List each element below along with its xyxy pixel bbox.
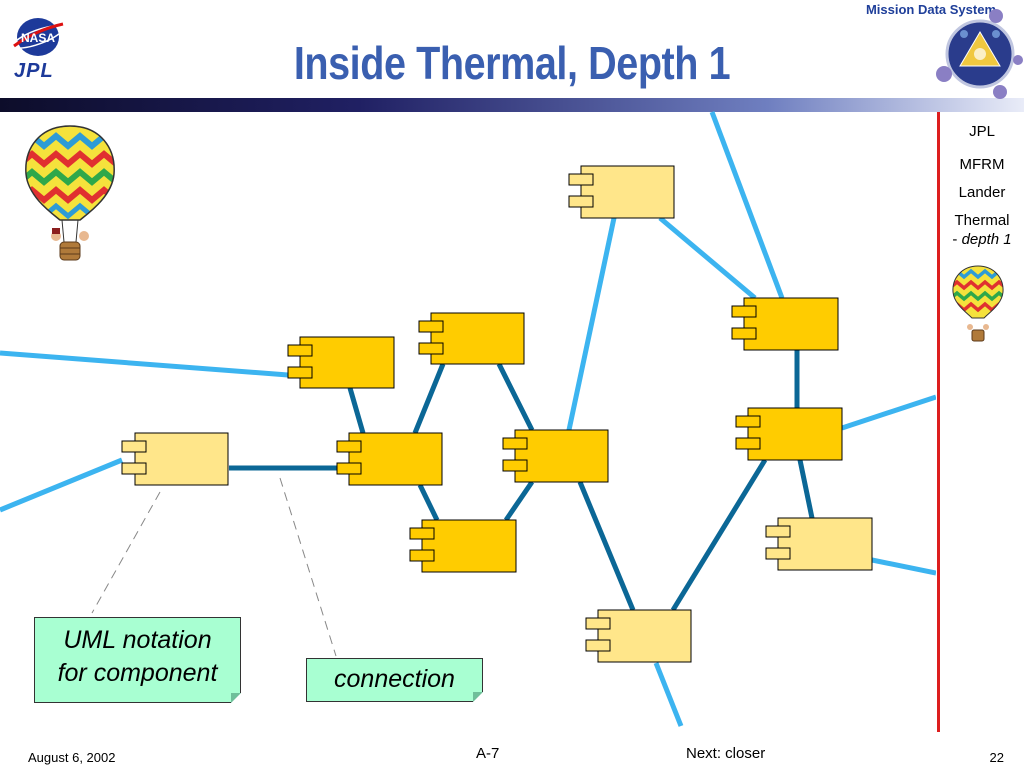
uml-component — [121, 432, 229, 486]
next-link[interactable]: Next: closer — [686, 745, 766, 762]
connection-line — [797, 459, 815, 519]
hot-air-balloon-icon — [25, 125, 115, 261]
title-divider-bar — [0, 98, 1024, 112]
footer-date: August 6, 2002 — [28, 750, 116, 765]
svg-text:NASA: NASA — [21, 31, 55, 45]
connection-line — [670, 458, 768, 612]
uml-component — [568, 165, 675, 219]
connection-line — [496, 362, 535, 432]
uml-component — [336, 432, 443, 486]
breadcrumb-item-lander: Lander — [958, 184, 1006, 201]
connection-note: connection — [306, 658, 483, 702]
uml-component — [409, 519, 517, 573]
page-number: 22 — [989, 750, 1004, 765]
footer-section: A-7 — [476, 745, 500, 762]
connection-line — [658, 216, 757, 300]
breadcrumb-current-depth: - depth 1 — [952, 231, 1012, 248]
jpl-logo: JPL — [14, 60, 54, 82]
connection-line — [417, 483, 440, 522]
component-diagram — [0, 111, 936, 727]
note-line: for component — [57, 659, 218, 687]
connection-line — [709, 111, 785, 299]
note-line: UML notation — [63, 626, 212, 654]
uml-component — [585, 609, 692, 663]
uml-component — [502, 429, 609, 483]
connection-line — [0, 457, 123, 513]
connection-line — [577, 481, 636, 611]
uml-component — [731, 297, 839, 351]
hot-air-balloon-icon — [952, 265, 1004, 342]
connection-line — [841, 394, 936, 431]
uml-notation-note: UML notation for component — [34, 617, 241, 703]
connection-line — [347, 387, 366, 434]
uml-component — [418, 312, 525, 365]
connection-line — [412, 363, 446, 434]
connection-line — [566, 217, 617, 431]
page-title: Inside Thermal, Depth 1 — [293, 37, 731, 89]
annotation-leader — [279, 477, 337, 657]
connection-line — [0, 350, 289, 378]
annotation-leader — [91, 491, 161, 614]
uml-component — [287, 336, 395, 389]
connection-line — [653, 662, 684, 727]
uml-component — [765, 517, 873, 571]
breadcrumb-item-jpl: JPL — [969, 123, 995, 140]
breadcrumb-item-mfrm: MFRM — [959, 156, 1005, 173]
uml-component — [735, 407, 843, 461]
nasa-logo: NASA — [12, 18, 64, 56]
breadcrumb-item-thermal: Thermal — [954, 212, 1010, 229]
connection-line — [503, 480, 535, 522]
connection-line — [871, 557, 936, 576]
mission-data-system-label: Mission Data System — [865, 2, 996, 17]
sidebar-divider-line — [937, 112, 940, 732]
mds-logo-icon — [936, 9, 1023, 99]
